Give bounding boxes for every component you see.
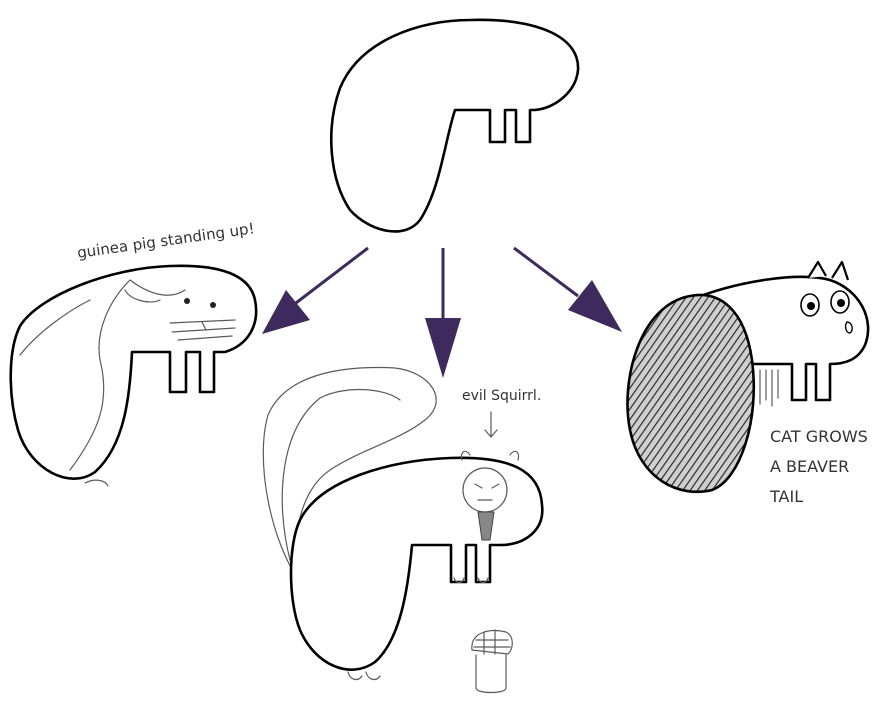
cat-label-line3: TAIL [769, 487, 803, 506]
cat-beaver-drawing: CAT GROWS A BEAVER TAIL [626, 260, 870, 506]
arrow-middle [425, 248, 461, 378]
evil-squirrel-drawing: evil Squirrl. [262, 366, 544, 694]
guinea-pig-drawing: guinea pig standing up! [9, 219, 258, 487]
evil-squirrel-pointer [484, 411, 498, 438]
arrow-right [513, 246, 622, 332]
cat-label-line1: CAT GROWS [770, 427, 868, 446]
guinea-pig-label: guinea pig standing up! [76, 219, 256, 262]
base-shape [330, 18, 580, 233]
arrow-left [262, 246, 369, 334]
cat-label-line2: A BEAVER [770, 457, 849, 476]
evil-squirrel-label: evil Squirrl. [462, 388, 541, 404]
